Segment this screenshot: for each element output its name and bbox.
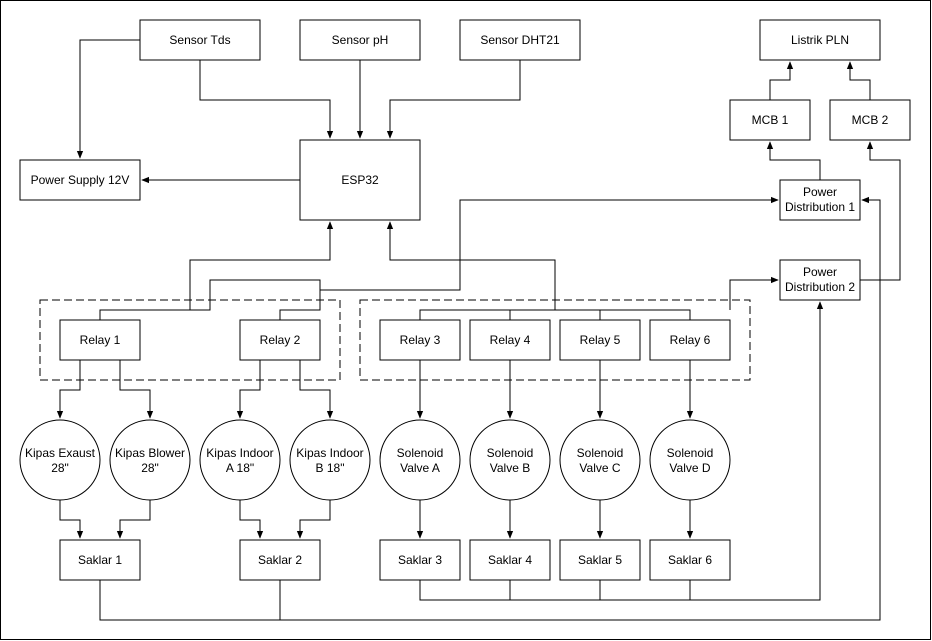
node-kipas-indoor-b: Kipas Indoor B 18" <box>289 419 371 501</box>
node-relay-4: Relay 4 <box>469 319 551 361</box>
node-kipas-blower: Kipas Blower 28" <box>109 419 191 501</box>
label-solenoid-d-line2: Valve D <box>669 461 710 475</box>
edge-saklar-left-pd1 <box>99 196 881 621</box>
edge-relay-right-drops <box>509 310 601 320</box>
label-saklar-5: Saklar 5 <box>578 553 622 567</box>
edge-relaybus-pd1 <box>319 196 779 300</box>
label-kipas-exaust-line1: Kipas Exaust <box>25 446 96 460</box>
node-relay-3: Relay 3 <box>379 319 461 361</box>
label-kipas-indoor-b-line2: B 18" <box>316 461 345 475</box>
node-solenoid-d: Solenoid Valve D <box>649 419 731 501</box>
label-saklar-6: Saklar 6 <box>668 553 712 567</box>
label-kipas-blower-line2: 28" <box>141 461 159 475</box>
edge-relay1-blower <box>119 360 154 419</box>
node-power-distribution-1: Power Distribution 1 <box>779 179 861 221</box>
label-esp32: ESP32 <box>341 173 379 187</box>
label-kipas-exaust-line2: 28" <box>51 461 69 475</box>
label-pd2-line2: Distribution 2 <box>785 280 855 294</box>
node-saklar-3: Saklar 3 <box>379 539 461 581</box>
label-pd1-line2: Distribution 1 <box>785 200 855 214</box>
label-solenoid-a-line2: Valve A <box>400 461 440 475</box>
edge-saklar-right-pd2 <box>419 301 824 601</box>
label-power-supply: Power Supply 12V <box>31 173 130 187</box>
edge-mcb1-pln <box>769 61 794 100</box>
node-relay-6: Relay 6 <box>649 319 731 361</box>
label-saklar-3: Saklar 3 <box>398 553 442 567</box>
label-kipas-indoor-a-line1: Kipas Indoor <box>206 446 273 460</box>
edge-relay1-exaust <box>56 360 81 419</box>
edge-relay2-bus <box>190 279 321 320</box>
label-relay-6: Relay 6 <box>670 333 711 347</box>
label-kipas-indoor-b-line1: Kipas Indoor <box>296 446 363 460</box>
node-power-supply: Power Supply 12V <box>19 159 141 201</box>
label-solenoid-c-line1: Solenoid <box>577 446 624 460</box>
node-power-distribution-2: Power Distribution 2 <box>779 259 861 301</box>
edge-relays-left-esp32 <box>99 221 334 320</box>
node-saklar-2: Saklar 2 <box>239 539 321 581</box>
label-sensor-tds: Sensor Tds <box>169 33 230 47</box>
node-mcb1: MCB 1 <box>729 99 811 141</box>
node-listrik-pln: Listrik PLN <box>759 19 881 61</box>
label-pd2-line1: Power <box>803 265 837 279</box>
edge-relay2-indoor-a <box>236 360 261 419</box>
edge-saklar-right-drops <box>509 580 691 600</box>
label-saklar-1: Saklar 1 <box>78 553 122 567</box>
node-relay-2: Relay 2 <box>239 319 321 361</box>
label-relay-3: Relay 3 <box>400 333 441 347</box>
node-solenoid-a: Solenoid Valve A <box>379 419 461 501</box>
node-mcb2: MCB 2 <box>829 99 911 141</box>
node-kipas-indoor-a: Kipas Indoor A 18" <box>199 419 281 501</box>
node-relay-5: Relay 5 <box>559 319 641 361</box>
edge-dht21-esp32 <box>386 60 521 139</box>
node-solenoid-b: Solenoid Valve B <box>469 419 551 501</box>
label-saklar-2: Saklar 2 <box>258 553 302 567</box>
edge-tds-esp32 <box>199 60 334 139</box>
label-relay-2: Relay 2 <box>260 333 301 347</box>
edge-mcb2-pln <box>846 61 871 100</box>
node-kipas-exaust: Kipas Exaust 28" <box>19 419 101 501</box>
edge-relays-right-esp32 <box>386 221 556 300</box>
label-pd1-line1: Power <box>803 185 837 199</box>
edge-indoor-b-saklar2 <box>296 500 331 539</box>
label-solenoid-b-line2: Valve B <box>490 461 530 475</box>
label-relay-5: Relay 5 <box>580 333 621 347</box>
node-saklar-1: Saklar 1 <box>59 539 141 581</box>
node-saklar-5: Saklar 5 <box>559 539 641 581</box>
label-kipas-blower-line1: Kipas Blower <box>115 446 185 460</box>
edge-tds-powersupply <box>76 39 140 159</box>
edge-relay2-indoor-b <box>299 360 334 419</box>
edge-blower-saklar1 <box>116 500 151 539</box>
node-saklar-4: Saklar 4 <box>469 539 551 581</box>
node-relay-1: Relay 1 <box>59 319 141 361</box>
label-solenoid-b-line1: Solenoid <box>487 446 534 460</box>
edge-pd2-mcb2 <box>860 141 901 281</box>
edge-indoor-a-saklar2 <box>239 500 264 539</box>
node-esp32: ESP32 <box>299 139 421 221</box>
node-saklar-6: Saklar 6 <box>649 539 731 581</box>
label-listrik-pln: Listrik PLN <box>791 33 849 47</box>
node-sensor-tds: Sensor Tds <box>139 19 261 61</box>
label-solenoid-d-line1: Solenoid <box>667 446 714 460</box>
label-mcb1: MCB 1 <box>752 113 789 127</box>
edge-pd1-mcb1 <box>766 141 821 180</box>
label-sensor-ph: Sensor pH <box>332 33 389 47</box>
label-sensor-dht21: Sensor DHT21 <box>480 33 560 47</box>
label-solenoid-c-line2: Valve C <box>579 461 620 475</box>
label-relay-1: Relay 1 <box>80 333 121 347</box>
node-sensor-dht21: Sensor DHT21 <box>459 19 581 61</box>
label-saklar-4: Saklar 4 <box>488 553 532 567</box>
node-sensor-ph: Sensor pH <box>299 19 421 61</box>
label-mcb2: MCB 2 <box>852 113 889 127</box>
label-relay-4: Relay 4 <box>490 333 531 347</box>
edge-exaust-saklar1 <box>59 500 84 539</box>
edge-relaybus-pd2 <box>729 276 779 310</box>
connections <box>56 39 901 621</box>
label-kipas-indoor-a-line2: A 18" <box>226 461 254 475</box>
node-solenoid-c: Solenoid Valve C <box>559 419 641 501</box>
label-solenoid-a-line1: Solenoid <box>397 446 444 460</box>
